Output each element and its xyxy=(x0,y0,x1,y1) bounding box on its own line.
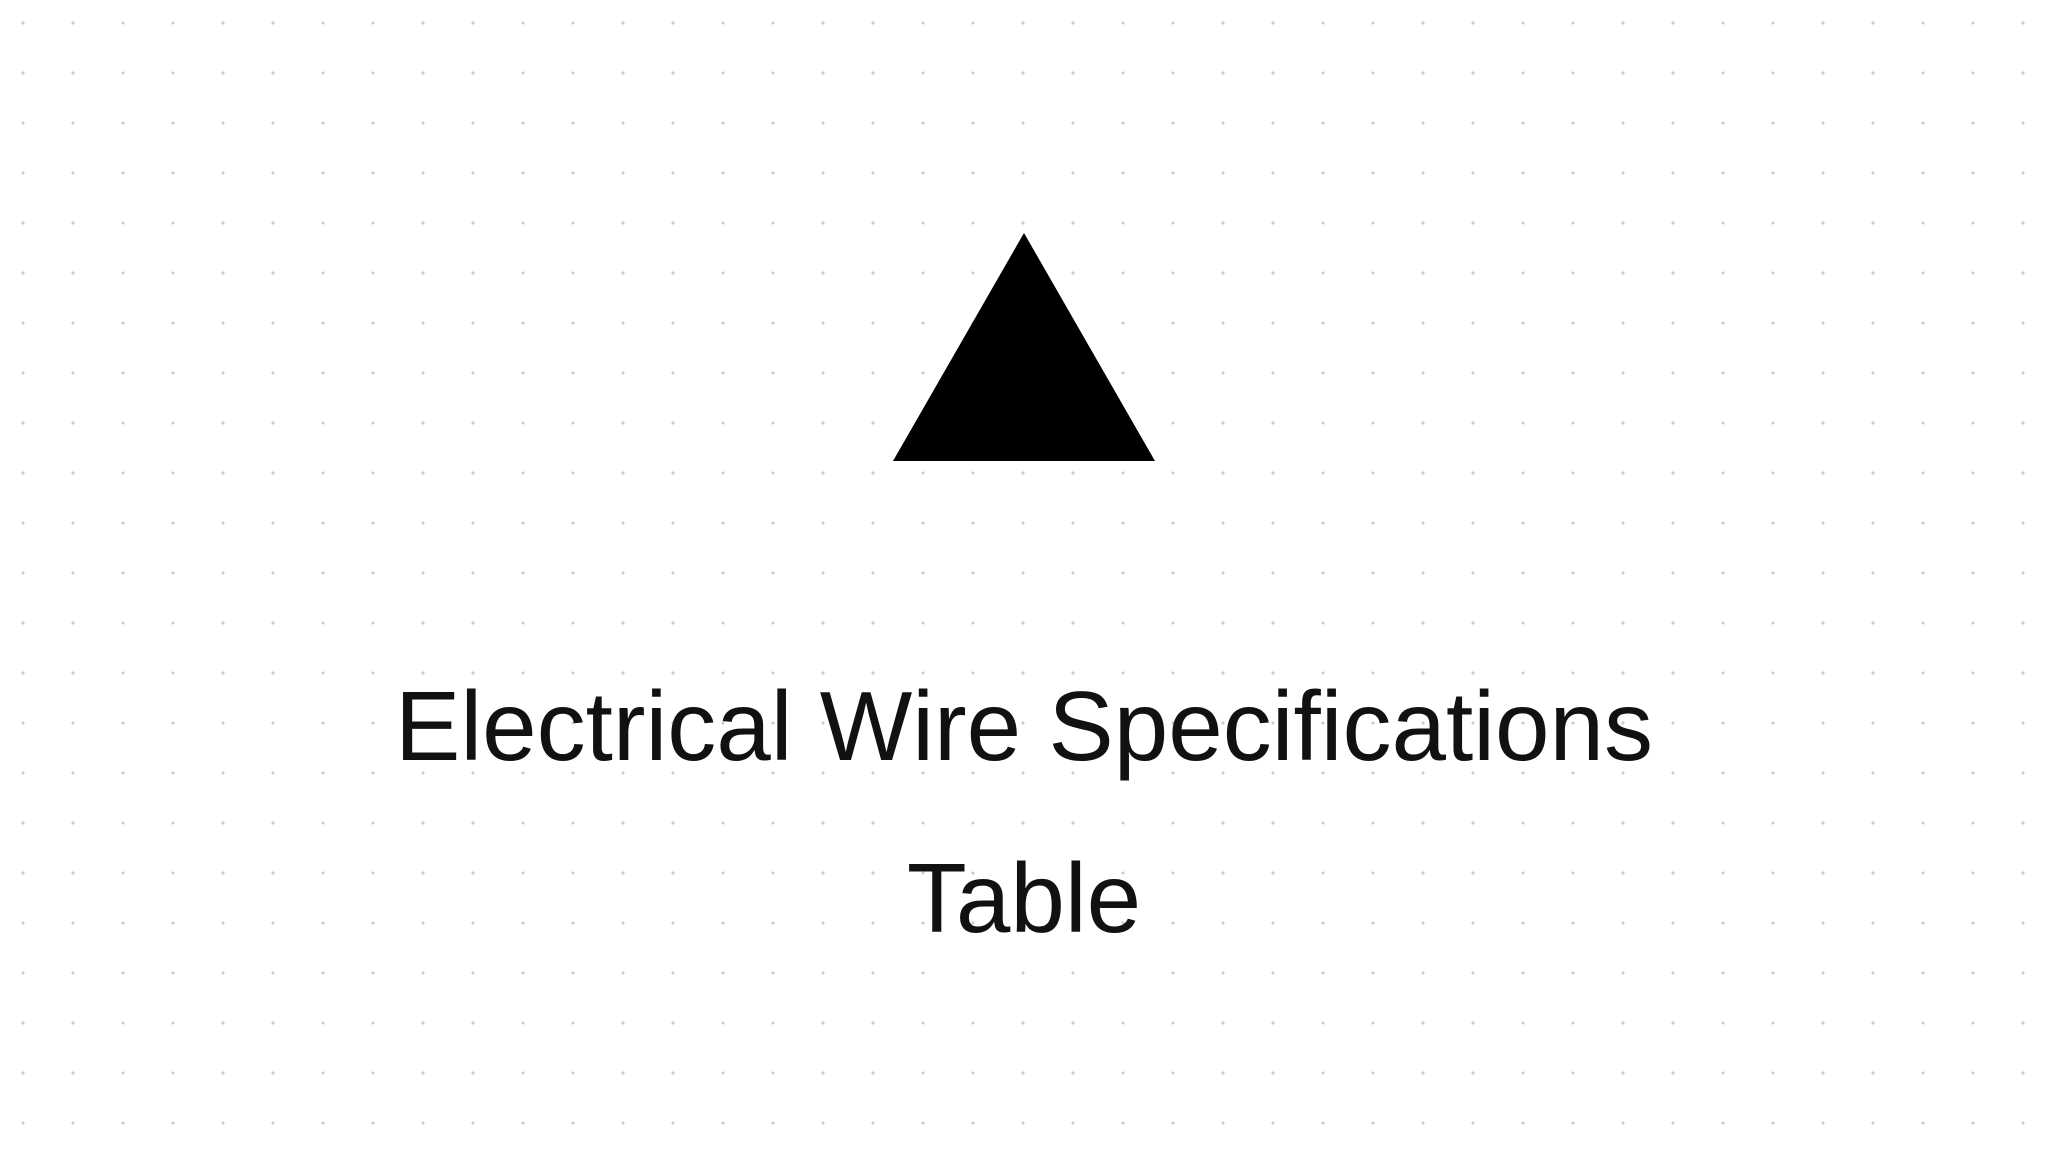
page-title: Electrical Wire Specifications Table xyxy=(0,640,2048,984)
title-line-1: Electrical Wire Specifications xyxy=(394,671,1654,781)
title-line-2: Table xyxy=(906,843,1142,953)
triangle-icon xyxy=(893,233,1155,461)
